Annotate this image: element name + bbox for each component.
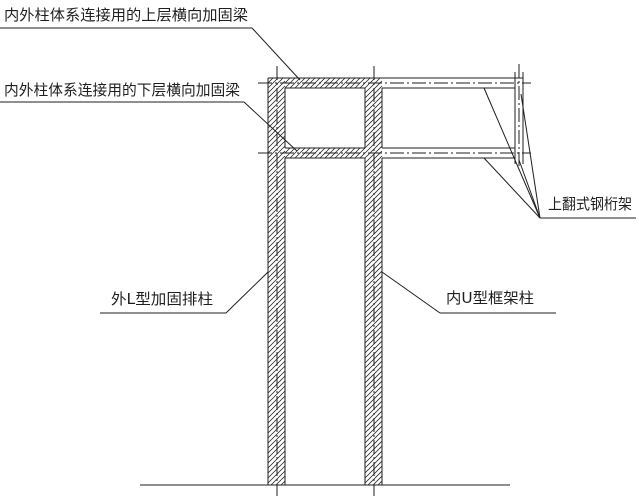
hatch-stroke (364, 335, 383, 354)
hatch-stroke (364, 115, 383, 134)
hatch-stroke (267, 77, 279, 89)
callout-upper-beam: 内外柱体系连接用的上层横向加固梁 (0, 6, 301, 81)
callout-truss: 上翻式钢桁架 (483, 87, 636, 219)
hatch-stroke (267, 115, 286, 134)
hatch-stroke (364, 160, 383, 179)
truss-leader-bottom-chord (483, 157, 541, 219)
hatch-stroke (334, 77, 346, 89)
hatch-stroke (364, 77, 371, 84)
hatch-stroke (364, 275, 383, 294)
hatch-stroke (267, 165, 286, 184)
hatch-stroke (267, 77, 284, 94)
hatch-stroke (267, 335, 286, 354)
hatch-stroke (270, 470, 286, 486)
hatch-stroke (364, 425, 383, 444)
inner-u-column (364, 88, 383, 485)
truss-leader-end-post-upper (520, 93, 541, 219)
hatch-stroke (280, 480, 286, 486)
hatch-stroke (364, 315, 383, 334)
lower-beam-label: 内外柱体系连接用的下层横向加固梁 (4, 81, 240, 99)
hatch-stroke (275, 475, 286, 486)
hatch-stroke (364, 385, 383, 404)
hatch-stroke (364, 210, 383, 229)
hatch-stroke (267, 385, 286, 404)
callout-inner-column: 内U型框架柱 (381, 271, 556, 314)
upper-transverse-beam (268, 77, 523, 89)
hatch-stroke (267, 380, 286, 399)
hatch-stroke (267, 340, 286, 359)
callout-lower-beam: 内外柱体系连接用的下层横向加固梁 (0, 81, 298, 152)
hatch-stroke (267, 425, 286, 444)
hatch-stroke (267, 450, 286, 469)
hatch-stroke (372, 475, 383, 486)
hatch-stroke (364, 320, 383, 339)
hatch-stroke (364, 230, 383, 249)
hatch-stroke (267, 210, 286, 229)
hatch-stroke (267, 320, 286, 339)
upturned-steel-truss (382, 72, 524, 164)
hatch-stroke (267, 160, 286, 179)
hatch-stroke (289, 147, 301, 159)
hatch-stroke (267, 275, 286, 294)
truss-label: 上翻式钢桁架 (548, 195, 632, 213)
hatch-stroke (364, 100, 383, 119)
lower-transverse-beam (285, 147, 365, 159)
hatch-stroke (364, 450, 383, 469)
inner-column-label: 内U型框架柱 (446, 289, 534, 307)
hatch-stroke (364, 270, 383, 289)
hatch-stroke (364, 340, 383, 359)
hatch-stroke (294, 147, 306, 159)
hatch-stroke (364, 95, 383, 114)
hatch-stroke (364, 430, 383, 449)
hatch-stroke (267, 230, 286, 249)
upper-beam-label: 内外柱体系连接用的上层横向加固梁 (4, 6, 248, 24)
hatch-stroke (284, 77, 291, 84)
hatch-stroke (359, 82, 366, 89)
hatch-stroke (294, 77, 306, 89)
hatch-stroke (334, 147, 346, 159)
hatch-stroke (267, 95, 286, 114)
hatch-stroke (284, 147, 291, 154)
hatch-stroke (364, 165, 383, 184)
hatch-stroke (267, 77, 274, 84)
hatch-stroke (267, 445, 286, 464)
inner-column-leader-line (381, 271, 441, 314)
hatch-stroke (339, 77, 351, 89)
hatch-stroke (267, 205, 286, 224)
upper-beam-leader-line (251, 27, 301, 81)
hatch-stroke (267, 315, 286, 334)
hatch-stroke (377, 480, 383, 486)
hatch-stroke (364, 120, 383, 139)
hatch-stroke (359, 152, 366, 159)
callout-outer-column: 外L型加固排柱 (100, 271, 269, 314)
hatch-stroke (367, 470, 383, 486)
lower-beam-leader-line (243, 101, 298, 152)
hatch-stroke (267, 270, 286, 289)
truss-leader-top-chord (483, 87, 541, 219)
hatch-stroke (267, 120, 286, 139)
hatch-stroke (339, 147, 351, 159)
hatch-stroke (364, 205, 383, 224)
outer-column-leader-line (225, 271, 269, 314)
hatch-stroke (364, 77, 381, 94)
outer-l-column (267, 78, 286, 485)
hatch-stroke (364, 380, 383, 399)
hatch-stroke (267, 100, 286, 119)
outer-column-label: 外L型加固排柱 (111, 290, 213, 308)
hatch-stroke (364, 225, 383, 244)
centerlines (258, 64, 531, 496)
hatch-stroke (267, 430, 286, 449)
hatch-stroke (289, 77, 301, 89)
hatch-stroke (267, 225, 286, 244)
hatch-stroke (364, 445, 383, 464)
truss-leader-end-post-lower (518, 159, 541, 219)
